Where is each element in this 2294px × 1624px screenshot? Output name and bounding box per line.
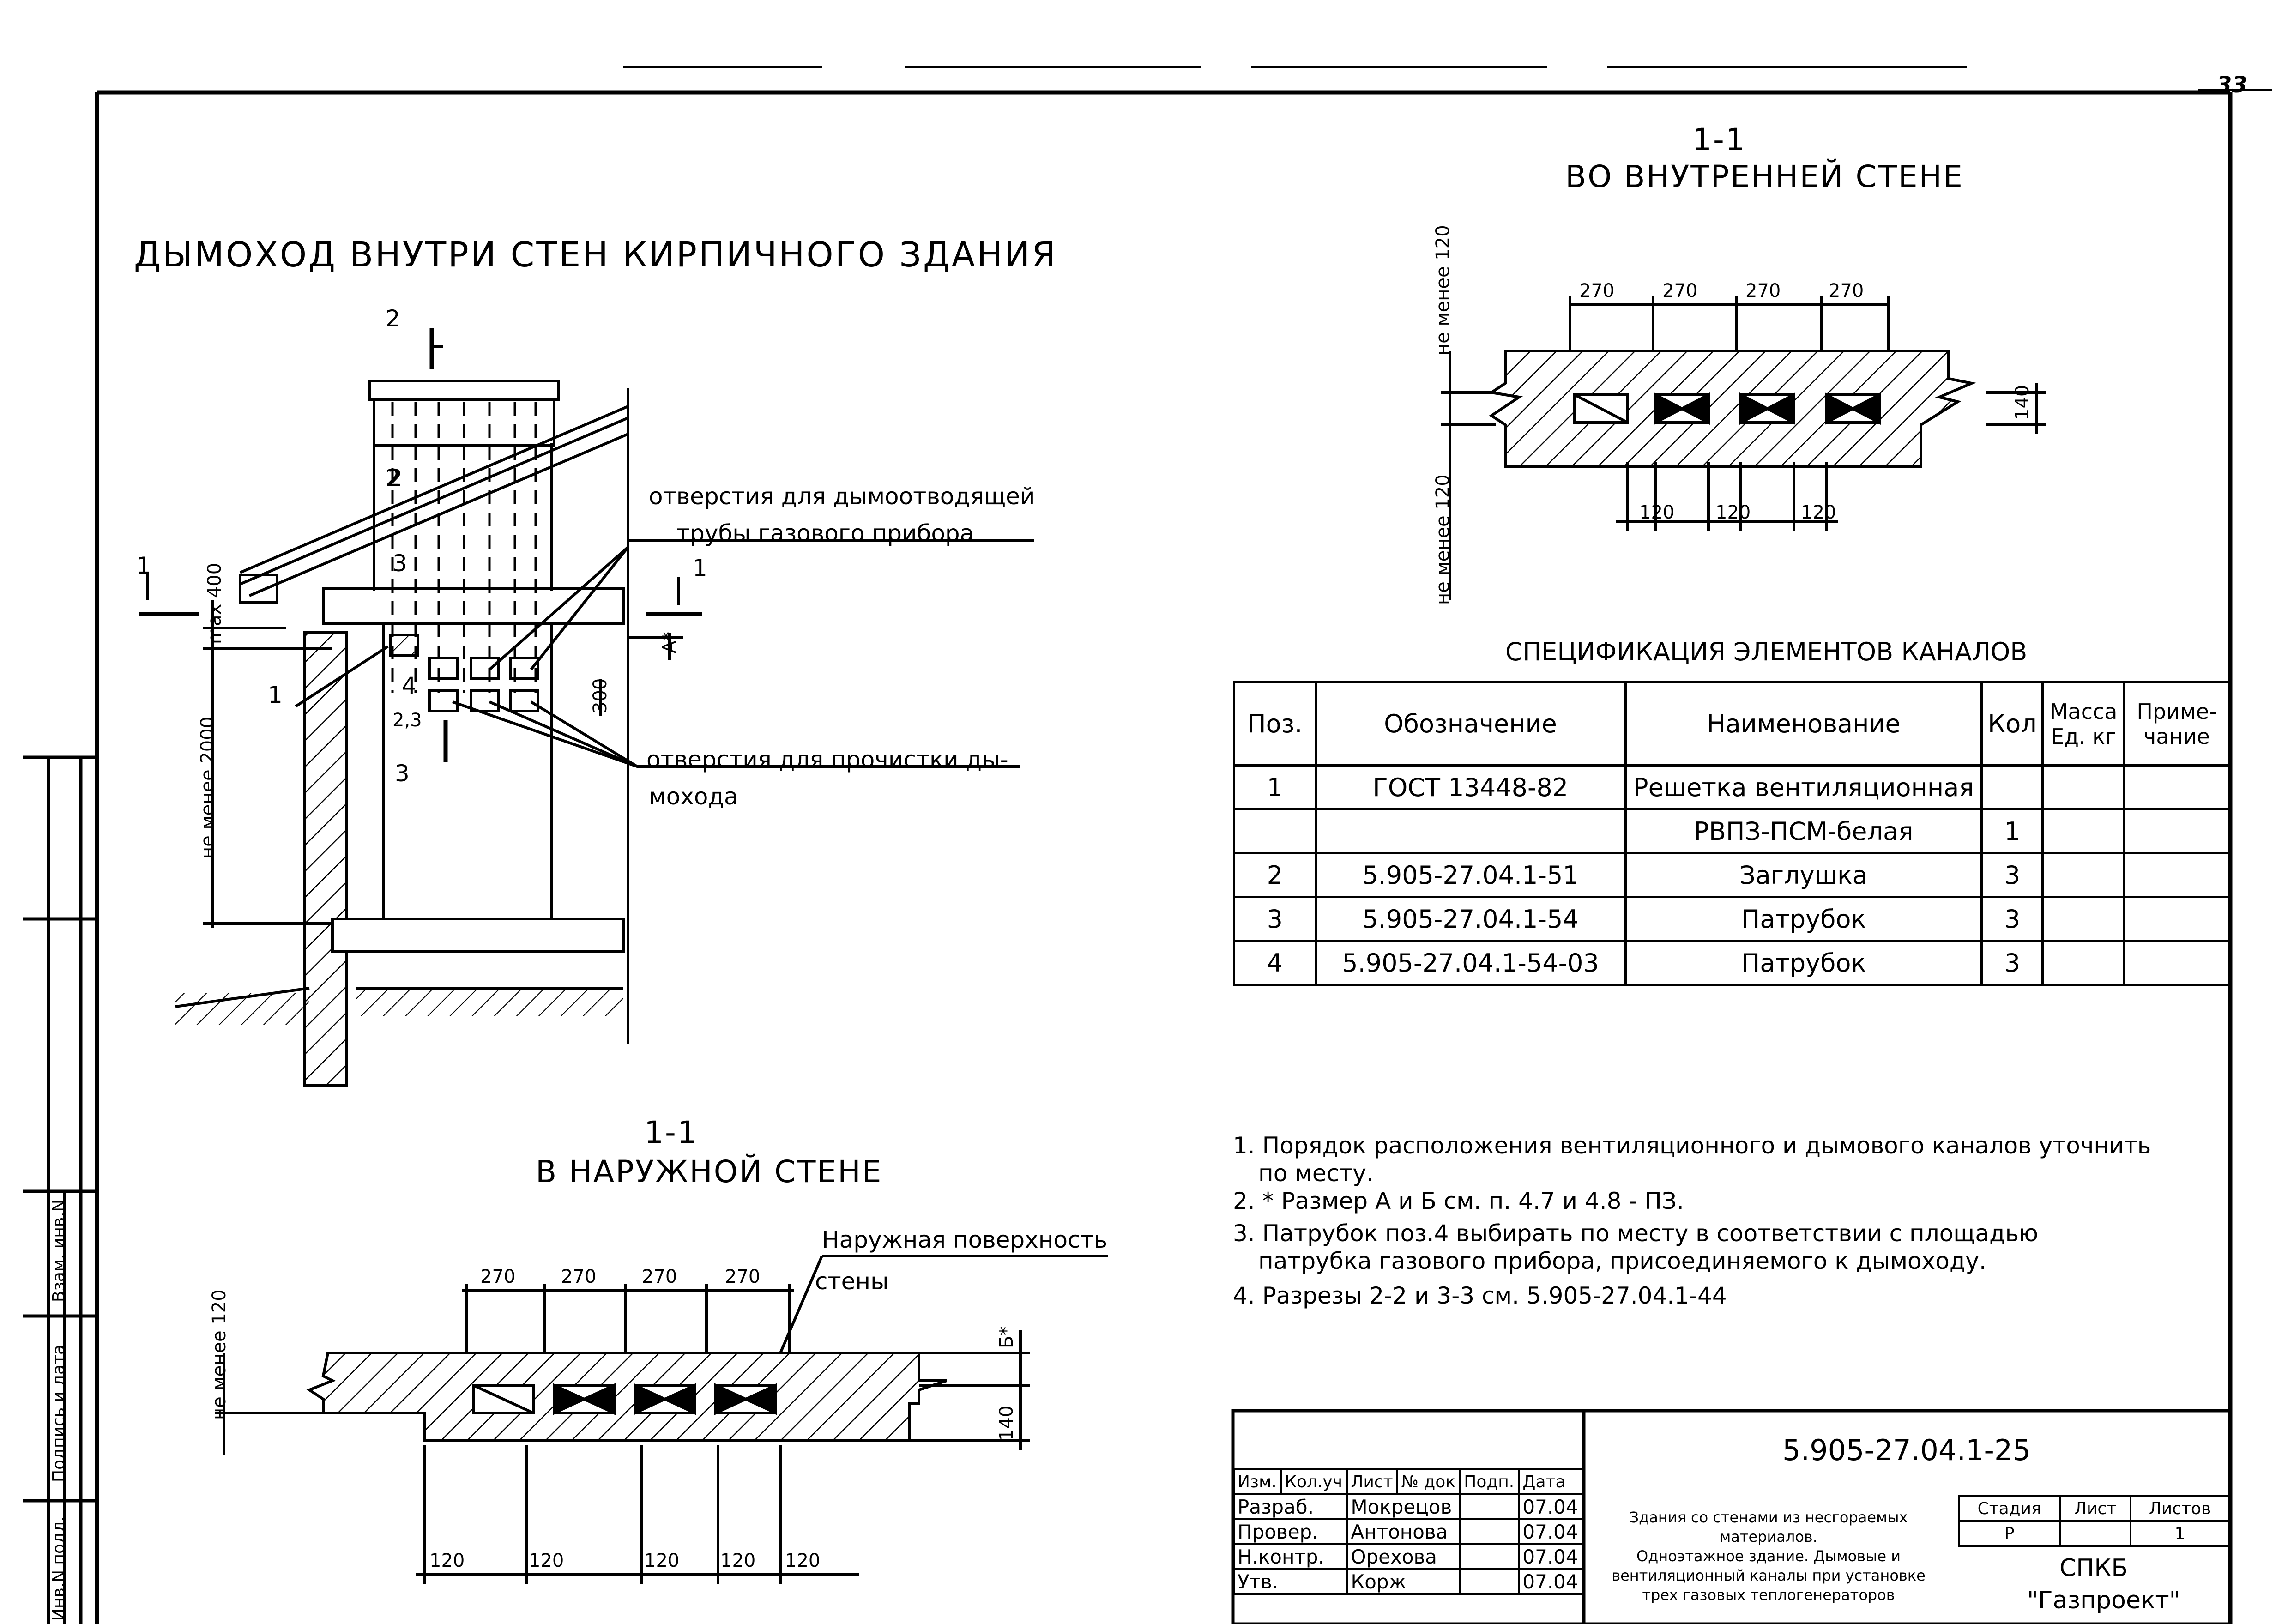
title-block-description: Здания со стенами из несгораемых материа… [1612,1509,1926,1604]
outer-dim-bottom-2: 120 [529,1550,564,1571]
outer-side: не менее 120 [209,1289,230,1420]
callout-2: 2 [386,465,400,491]
sheet-label: Лист [2059,1495,2131,1522]
spec-col-mass: Масса Ед. кг [2041,681,2125,767]
inner-dim-top-1: 270 [1579,280,1615,302]
section-mark-1-left: 1 [136,552,151,579]
label-smoke-hole-1: отверстия для дымоотводящей [649,483,1035,510]
side-stamp [23,755,97,1624]
spec-table: Поз. Обозначение Наименование Кол Масса … [1233,681,2231,986]
stamp-inventory: Инв.N подл. [49,1516,68,1621]
section-mark-1-right: 1 [693,555,707,581]
outer-dim-bottom-3: 120 [644,1550,680,1571]
section-outer-drawing [215,1255,1108,1584]
sheet-frame [95,66,2272,1624]
callout-2-3: 2,3 [392,710,422,731]
section-inner-number: 1-1 [1692,122,1746,157]
outer-dim-top-1: 270 [480,1266,516,1287]
outer-dim-bottom-1: 120 [429,1550,465,1571]
section-mark-3: 3 [395,760,410,787]
spec-col-designation: Обозначение [1314,681,1627,767]
note-4: 4. Разрезы 2-2 и 3-3 см. 5.905-27.04.1-4… [1233,1282,1727,1309]
stamp-replaced: Взам. инв.N [49,1199,68,1302]
title-block-stage: Стадия Лист Листов Р 1 [1957,1495,2231,1547]
outer-b-dim: Б* [996,1326,1017,1348]
note-3-cont: патрубка газового прибора, присоединяемо… [1258,1248,1986,1274]
dim-300: 300 [590,678,611,713]
outer-dim-top-2: 270 [561,1266,597,1287]
title-block-frame [1231,1409,2232,1624]
spec-col-pos: Поз. [1233,681,1317,767]
outer-surface-label-1: Наружная поверхность [822,1226,1108,1253]
stage-label: Стадия [1957,1495,2061,1522]
org-name-1: СПКБ [2059,1554,2128,1582]
inner-side-top: не менее 120 [1432,225,1454,356]
sheet-value [2059,1520,2131,1547]
inner-dim-bottom-3: 120 [1801,502,1836,523]
label-clean-hole-2: мохода [649,783,738,810]
spec-title: СПЕЦИФИКАЦИЯ ЭЛЕМЕНТОВ КАНАЛОВ [1505,637,2028,666]
stage-value: Р [1957,1520,2061,1547]
outer-thickness: 140 [996,1405,1017,1441]
dim-min-2000: не менее 2000 [197,716,218,859]
drawing-code: 5.905-27.04.1-25 [1782,1433,2031,1467]
sheets-value: 1 [2129,1520,2231,1547]
main-title: ДЫМОХОД ВНУТРИ СТЕН КИРПИЧНОГО ЗДАНИЯ [134,235,1057,275]
spec-col-note: Приме-чание [2123,681,2231,767]
outer-dim-top-3: 270 [642,1266,677,1287]
inner-side-bottom: не менее 120 [1432,474,1454,605]
inner-dim-top-2: 270 [1662,280,1698,302]
spec-col-qty: Кол [1980,681,2044,767]
dim-a: А* [659,631,680,653]
note-1-cont: по месту. [1258,1160,1374,1187]
outer-dim-top-4: 270 [725,1266,761,1287]
callout-3: 3 [392,550,407,577]
callout-4: 4 [402,672,417,699]
outer-surface-label-2: стены [815,1268,889,1295]
stamp-signature-date: Подпись и дата [49,1344,68,1482]
label-smoke-hole-2: трубы газового прибора [676,520,974,547]
sheet-number: 33 [2216,72,2247,98]
note-1: 1. Порядок расположения вентиляционного … [1233,1132,2151,1159]
section-outer-title: В НАРУЖНОЙ СТЕНЕ [536,1154,883,1189]
inner-dim-bottom-1: 120 [1639,502,1675,523]
section-inner-drawing [1441,296,2046,600]
inner-thickness: 140 [2012,385,2033,420]
section-outer-number: 1-1 [644,1115,698,1150]
inner-dim-top-4: 270 [1829,280,1864,302]
note-3: 3. Патрубок поз.4 выбирать по месту в со… [1233,1220,2039,1247]
callout-1: 1 [268,682,283,708]
section-mark-2: 2 [386,305,400,332]
callout-2-roof: 2 [388,465,403,491]
sheets-label: Листов [2129,1495,2231,1522]
inner-dim-bottom-2: 120 [1715,502,1751,523]
section-inner-title: ВО ВНУТРЕННЕЙ СТЕНЕ [1565,159,1964,194]
label-clean-hole-1: отверстия для прочистки ды- [646,746,1008,773]
elevation-view [139,328,1034,1087]
org-name-2: "Газпроект" [2027,1587,2180,1614]
outer-dim-bottom-5: 120 [785,1550,821,1571]
dim-max-400: max 400 [204,562,225,644]
note-2: 2. * Размер А и Б см. п. 4.7 и 4.8 - ПЗ. [1233,1188,1684,1214]
outer-dim-bottom-4: 120 [720,1550,756,1571]
spec-col-name: Наименование [1624,681,1983,767]
inner-dim-top-3: 270 [1745,280,1781,302]
